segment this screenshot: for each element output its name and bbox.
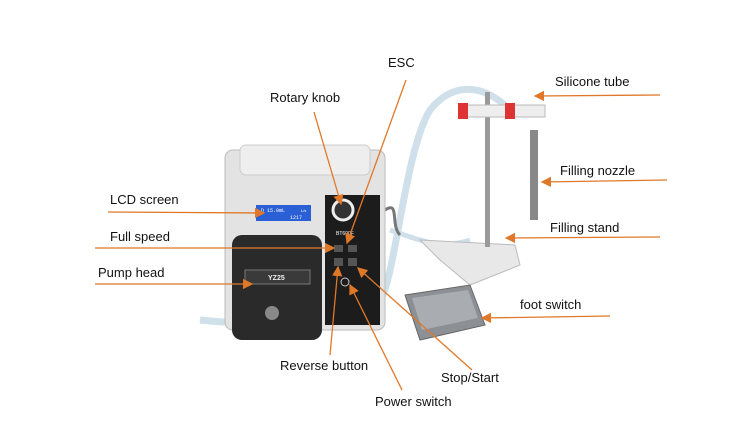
lcd-line2: 1217 (290, 215, 302, 221)
label-full-speed: Full speed (110, 229, 170, 244)
label-pump-head: Pump head (98, 265, 165, 280)
arrow-filling-nozzle (540, 176, 668, 188)
lcd-screen (256, 205, 311, 221)
arrow-esc (345, 79, 407, 245)
arrow-rotary-knob (313, 111, 344, 206)
label-foot-switch: foot switch (520, 297, 582, 312)
reverse-button (334, 258, 343, 266)
arrow-silicone-tube (533, 90, 661, 102)
head-label: YZ25 (268, 275, 285, 282)
arrow-power-switch (349, 283, 403, 391)
power-switch (340, 277, 350, 287)
arrow-stop-start (357, 267, 473, 371)
label-filling-stand: Filling stand (550, 220, 620, 235)
label-filling-nozzle: Filling nozzle (560, 163, 636, 178)
label-rotary-knob: Rotary knob (270, 90, 341, 105)
label-lcd-screen: LCD screen (110, 192, 179, 207)
pump-body (224, 144, 386, 340)
filling-stand (418, 92, 546, 286)
arrow-foot-switch (480, 312, 611, 324)
foot-switch (404, 284, 486, 341)
pump-head (232, 235, 322, 340)
esc-button (348, 245, 357, 252)
full-speed-button (334, 245, 343, 252)
arrow-reverse-button (329, 265, 343, 356)
label-power-switch: Power switch (375, 394, 452, 409)
label-stop-start: Stop/Start (441, 370, 499, 385)
lcd-unit: L/s (301, 208, 306, 213)
label-silicone-tube: Silicone tube (555, 74, 630, 89)
rotary-knob (331, 198, 355, 222)
arrow-filling-stand (504, 232, 661, 244)
model-label: BT600F (336, 231, 354, 237)
label-reverse-button: Reverse button (280, 358, 369, 373)
stop-start-button (348, 258, 357, 266)
lcd-line1: D 15.0mL (261, 208, 285, 214)
arrow-lcd-screen (107, 207, 266, 219)
label-esc: ESC (388, 55, 415, 70)
callout-arrows (95, 79, 668, 391)
